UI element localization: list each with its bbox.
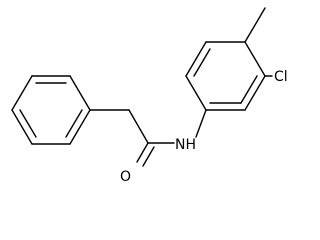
- acetamide-chain: [89, 109, 207, 167]
- double-bond-inner: [240, 75, 258, 104]
- phenyl-ring: [11, 75, 91, 145]
- double-bond-inner: [19, 109, 37, 138]
- bond: [185, 41, 207, 77]
- bond: [244, 75, 266, 111]
- bond: [69, 109, 91, 145]
- chemical-structure-diagram: O NH Cl: [11, 7, 288, 185]
- carbonyl-bond: [142, 146, 155, 167]
- double-bond-inner: [65, 109, 83, 138]
- oxygen-atom-label: O: [120, 169, 131, 185]
- methyl-bond: [244, 7, 266, 43]
- bond: [11, 109, 33, 145]
- bond: [11, 75, 33, 111]
- carbonyl-bond: [136, 142, 149, 163]
- bond: [69, 75, 91, 111]
- bond: [128, 109, 149, 144]
- bond: [185, 75, 207, 111]
- chloro-methyl-phenyl-ring: [185, 7, 273, 111]
- chlorine-atom-label: Cl: [274, 69, 288, 85]
- bond: [195, 109, 207, 138]
- amide-nitrogen-label: NH: [175, 137, 196, 153]
- double-bond-inner: [193, 48, 211, 77]
- bond: [244, 41, 266, 77]
